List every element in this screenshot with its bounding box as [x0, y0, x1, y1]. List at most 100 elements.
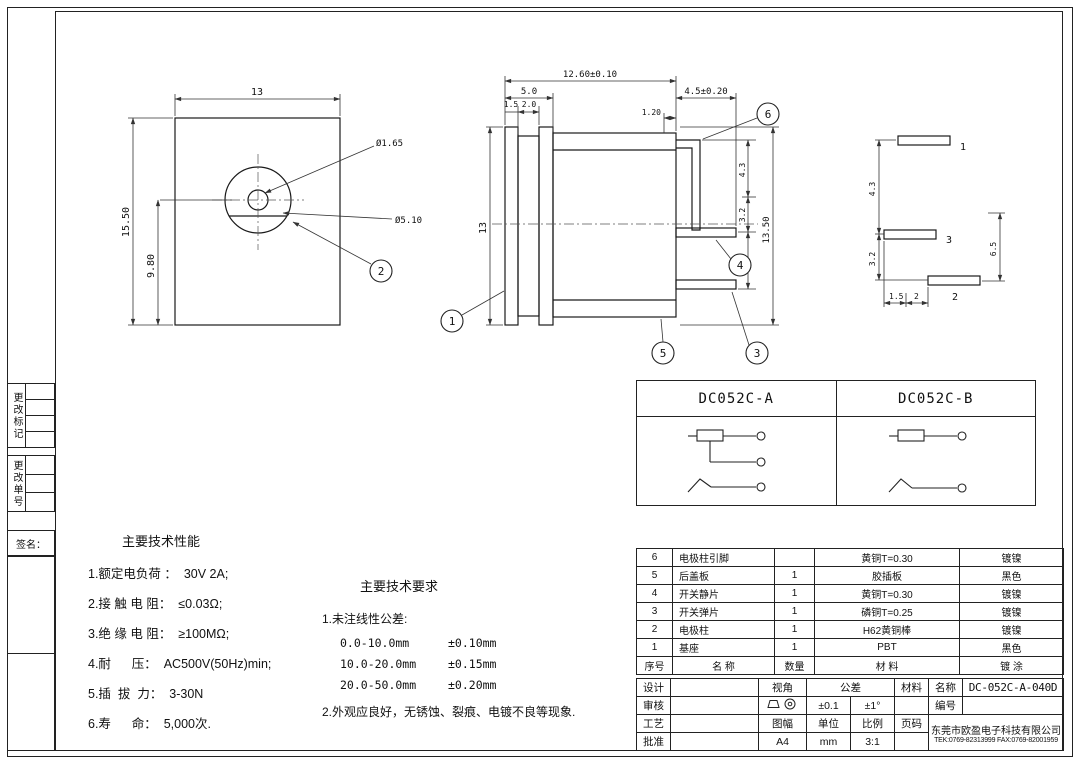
- revision-mark-cells: [26, 384, 54, 447]
- title-block: 设计 视角 公差 材料 名称 DC-052C-A-040D 审核 ±0.1 ±1…: [636, 678, 1064, 751]
- sheet-label: 图幅: [758, 714, 807, 733]
- tolerance-value: ±0.15mm: [448, 657, 497, 671]
- bom-qty: 1: [774, 602, 815, 621]
- bom-material: 黄铜T=0.30: [814, 584, 960, 603]
- bom-row-6: 6 电极柱引脚 黄铜T=0.30 镀镍: [636, 548, 1064, 567]
- bom-material: H62黄铜棒: [814, 620, 960, 639]
- bom-no: 2: [636, 620, 673, 639]
- bom-part-name: 开关静片: [672, 584, 775, 603]
- part-number-value: DC-052C-A-040D: [962, 678, 1064, 697]
- material-value-cell: [894, 696, 929, 715]
- scale-value: 3:1: [850, 732, 895, 751]
- bom-row-2: 2 电极柱 1 H62黄铜棒 镀镍: [636, 620, 1064, 639]
- tech-performance-item: 5.插 拔 力： 3-30N: [88, 687, 204, 701]
- tech-performance-item: 1.额定电负荷 ： 30V 2A;: [88, 567, 229, 581]
- revision-number-box: 更改单号: [7, 455, 55, 512]
- bom-plating: 镀镍: [959, 620, 1064, 639]
- tech-performance-item: 2.接 触 电 阻： ≤0.03Ω;: [88, 597, 223, 611]
- company-cell: 东莞市欧盈电子科技有限公司 TEK:0769-82313999 FAX:0769…: [928, 714, 1064, 751]
- bom-header: 材 料: [814, 656, 960, 675]
- unit-value: mm: [806, 732, 851, 751]
- tech-requirements-section: 主要技术要求 1.未注线性公差: 0.0-10.0mm ±0.10mm 10.0…: [322, 576, 622, 720]
- title-block-row: 设计 视角 公差 材料 名称 DC-052C-A-040D: [636, 678, 1064, 697]
- revision-number-cells: [26, 456, 54, 511]
- signature-box: 签名：: [7, 530, 55, 556]
- tolerance-label: 公差: [806, 678, 895, 697]
- bom-no: 1: [636, 638, 673, 657]
- tolerance-row: 10.0-20.0mm ±0.15mm: [340, 657, 622, 671]
- bom-no: 5: [636, 566, 673, 585]
- tolerance-value: ±0.10mm: [448, 636, 497, 650]
- bom-plating: 黑色: [959, 566, 1064, 585]
- name-label: 名称: [928, 678, 963, 697]
- bom-header: 序号: [636, 656, 673, 675]
- title-block-row: 工艺 图幅 单位 比例 页码 东莞市欧盈电子科技有限公司 TEK:0769-82…: [636, 714, 1064, 751]
- bom-plating: 黑色: [959, 638, 1064, 657]
- bom-table: 6 电极柱引脚 黄铜T=0.30 镀镍 5 后盖板 1 胶插板 黑色 4 开关静…: [636, 548, 1064, 675]
- bom-qty: 1: [774, 584, 815, 603]
- title-block-row: 批准 A4 mm 3:1: [636, 732, 1064, 751]
- variant-b-header: DC052C-B: [836, 381, 1035, 417]
- review-label: 审核: [636, 696, 671, 715]
- bom-part-name: 电极柱引脚: [672, 548, 775, 567]
- tolerance-value: ±0.20mm: [448, 678, 497, 692]
- company-name: 东莞市欧盈电子科技有限公司: [931, 725, 1061, 737]
- bom-plating: 镀镍: [959, 548, 1064, 567]
- sheet-outer-border: [7, 7, 1073, 757]
- tolerance-range: 10.0-20.0mm: [340, 657, 417, 671]
- bom-plating: 镀镍: [959, 602, 1064, 621]
- tech-performance-item: 6.寿 命： 5,000次.: [88, 717, 211, 731]
- bom-plating: 镀镍: [959, 584, 1064, 603]
- variant-a-header: DC052C-A: [637, 381, 836, 417]
- tolerance-range: 20.0-50.0mm: [340, 678, 417, 692]
- bom-no: 3: [636, 602, 673, 621]
- bom-part-name: 基座: [672, 638, 775, 657]
- bom-part-name: 电极柱: [672, 620, 775, 639]
- view-angle-label: 视角: [758, 678, 807, 697]
- variant-a-schematic-area: [637, 417, 836, 505]
- bom-qty: [774, 548, 815, 567]
- revision-number-label: 更改单号: [8, 456, 26, 511]
- variant-b-column: DC052C-B: [835, 381, 1035, 505]
- bom-row-4: 4 开关静片 1 黄铜T=0.30 镀镍: [636, 584, 1064, 603]
- number-label: 编号: [928, 696, 963, 715]
- bom-row-3: 3 开关弹片 1 磷铜T=0.25 镀镍: [636, 602, 1064, 621]
- projection-symbol-cell: [758, 696, 807, 715]
- signature-label: 签名：: [16, 539, 46, 551]
- design-label: 设计: [636, 678, 671, 697]
- process-signature-cell: [670, 714, 759, 733]
- revision-mark-label: 更改标记: [8, 384, 26, 447]
- variant-a-column: DC052C-A: [637, 381, 836, 505]
- tolerance-angle-value: ±1°: [850, 696, 895, 715]
- company-contact: TEK:0769-82313999 FAX:0769-82001959: [934, 736, 1058, 744]
- bom-qty: 1: [774, 620, 815, 639]
- tolerance-note: 1.未注线性公差:: [322, 612, 408, 626]
- bom-header: 名 称: [672, 656, 775, 675]
- bom-row-1: 1 基座 1 PBT 黑色: [636, 638, 1064, 657]
- bom-part-name: 开关弹片: [672, 602, 775, 621]
- tolerance-range: 0.0-10.0mm: [340, 636, 410, 650]
- approve-signature-cell: [670, 732, 759, 751]
- design-signature-cell: [670, 678, 759, 697]
- bom-no: 4: [636, 584, 673, 603]
- revision-mark-box: 更改标记: [7, 383, 55, 448]
- tolerance-row: 0.0-10.0mm ±0.10mm: [340, 636, 622, 650]
- signature-cells: [7, 556, 55, 751]
- review-signature-cell: [670, 696, 759, 715]
- bom-qty: 1: [774, 566, 815, 585]
- page-value-cell: [894, 732, 929, 751]
- bom-material: 黄铜T=0.30: [814, 548, 960, 567]
- sheet-inner-frame: [55, 11, 1063, 751]
- tech-performance-section: 主要技术性能 1.额定电负荷 ： 30V 2A; 2.接 触 电 阻： ≤0.0…: [88, 531, 348, 743]
- bom-part-name: 后盖板: [672, 566, 775, 585]
- bom-header-row: 序号 名 称 数量 材 料 镀 涂: [636, 656, 1064, 675]
- bom-no: 6: [636, 548, 673, 567]
- tech-performance-item: 3.绝 缘 电 阻： ≥100MΩ;: [88, 627, 230, 641]
- variant-table: DC052C-A DC052C-B: [636, 380, 1036, 506]
- bom-material: 磷铜T=0.25: [814, 602, 960, 621]
- bom-row-5: 5 后盖板 1 胶插板 黑色: [636, 566, 1064, 585]
- appearance-note: 2.外观应良好，无锈蚀、裂痕、电镀不良等现象.: [322, 705, 576, 719]
- tech-requirements-title: 主要技术要求: [360, 579, 439, 594]
- page-label: 页码: [894, 714, 929, 733]
